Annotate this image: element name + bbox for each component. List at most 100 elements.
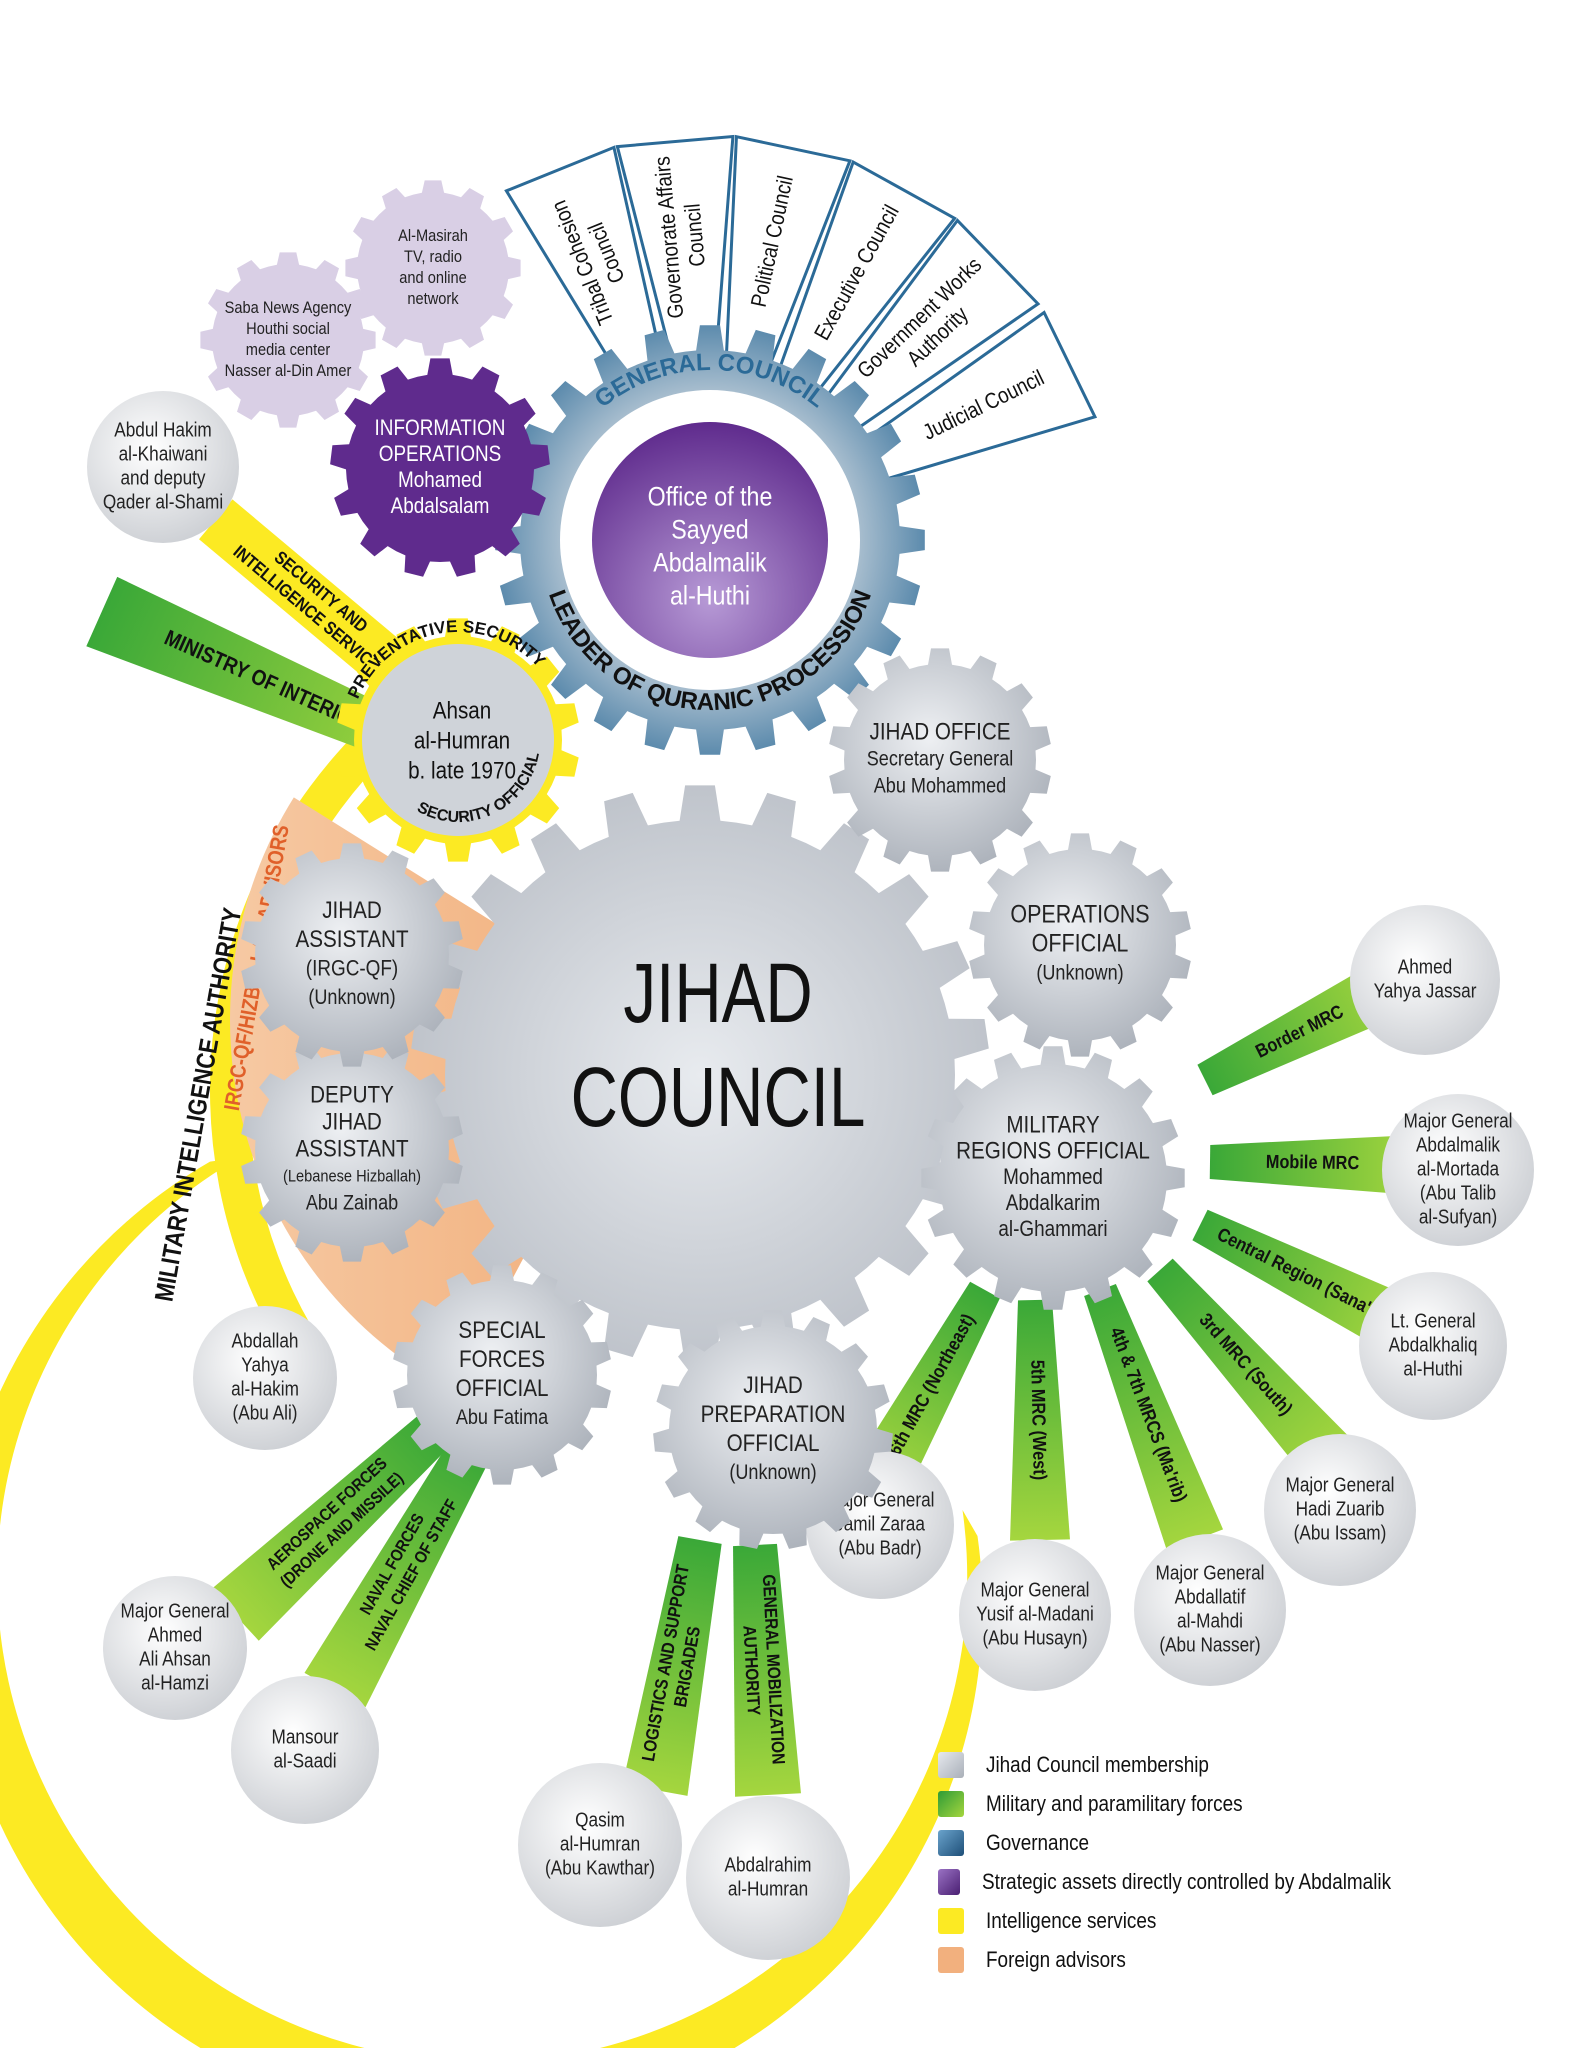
person-name: Ali Ahsan (139, 1647, 211, 1670)
gear-label: Secretary General (867, 747, 1014, 771)
person-name: (Abu Husayn) (982, 1626, 1087, 1649)
jihad-member-gear (241, 1038, 463, 1262)
media-label: Houthi social (246, 320, 330, 338)
person-name: (Abu Ali) (233, 1401, 298, 1424)
person-name: (Abu Kawthar) (545, 1856, 655, 1879)
gear-label: JIHAD (322, 1108, 382, 1135)
person-name: Abdalkhaliq (1389, 1333, 1478, 1356)
legend-item: Intelligence services (938, 1901, 1458, 1940)
mrc-west-ray (1010, 1299, 1070, 1541)
media-gear (200, 252, 376, 428)
person-circle (103, 1576, 247, 1720)
gear-label: MILITARY (1006, 1111, 1099, 1138)
media-label: and online (399, 269, 467, 287)
gear-label: Mohammed (1003, 1165, 1103, 1190)
person-name: Major General (1156, 1561, 1265, 1584)
person-name: al-Humran (728, 1877, 808, 1900)
gear-label: (Lebanese Hizballah) (283, 1168, 421, 1186)
person-circle (959, 1539, 1111, 1691)
legend-swatch (938, 1868, 961, 1895)
security-official-label: Ahsan (433, 697, 492, 724)
mrc-west: 5th MRC (West) (1010, 1299, 1070, 1541)
person-name: al-Mahdi (1177, 1609, 1243, 1632)
info-ops-label: Abdalsalam (391, 494, 490, 519)
person-circle (87, 391, 239, 543)
gear-label: OPERATIONS (1010, 900, 1149, 928)
governance-council: Political Council (724, 134, 852, 380)
legend-swatch (938, 1946, 964, 1973)
info-ops-gear (330, 358, 550, 577)
person-name: (Abu Nasser) (1159, 1633, 1260, 1656)
person-name: al-Mortada (1417, 1157, 1500, 1180)
legend-item: Strategic assets directly controlled by … (938, 1862, 1458, 1901)
prep-mobilization-ray (733, 1543, 801, 1797)
gear-label: REGIONS OFFICIAL (956, 1137, 1150, 1164)
gear-label: OFFICIAL (1032, 929, 1129, 957)
info-ops-label: INFORMATION (375, 416, 506, 441)
person-name: and deputy (120, 466, 206, 489)
prep-mobilization-label: AUTHORITY (739, 1625, 764, 1716)
jihad-member-gear (829, 648, 1051, 872)
gear-label: JIHAD OFFICE (870, 718, 1011, 745)
media-label: Al-Masirah (398, 227, 468, 245)
gear-label: Abu Fatima (456, 1406, 548, 1430)
legend-item: Governance (938, 1823, 1458, 1862)
person-name: Abdul Hakim (114, 418, 211, 441)
leader-office-label: Office of the (648, 482, 773, 512)
media-label: TV, radio (404, 248, 462, 266)
legend-item: Foreign advisors (938, 1940, 1458, 1979)
person-circle (1350, 905, 1500, 1055)
prep-logistics-ray (622, 1536, 722, 1796)
person-circle (686, 1796, 850, 1960)
person-name: Yahya (241, 1353, 289, 1376)
legend-label: Strategic assets directly controlled by … (982, 1868, 1392, 1894)
person-name: Lt. General (1390, 1309, 1475, 1332)
media-label: Nasser al-Din Amer (225, 362, 352, 380)
person-circle (1134, 1534, 1286, 1686)
person-name: (Abu Talib (1420, 1181, 1496, 1204)
gear-label: OFFICIAL (727, 1429, 820, 1456)
person-name: Ahmed (148, 1623, 202, 1646)
gear-label: FORCES (459, 1345, 545, 1372)
person-circle (1359, 1272, 1507, 1420)
mrc-marib-ray (1084, 1283, 1224, 1551)
gear-label: PREPARATION (701, 1400, 846, 1427)
media-gear (345, 180, 521, 356)
person-name: Ahmed (1398, 955, 1452, 978)
security-official-body (362, 644, 554, 836)
mrc-west-label: 5th MRC (West) (1027, 1360, 1051, 1481)
media-label: Saba News Agency (225, 299, 352, 317)
sf-aerospace-ray (211, 1413, 450, 1641)
person-circle (231, 1676, 379, 1824)
person-name: Qasim (575, 1808, 625, 1831)
jihad-member-gear (921, 1046, 1185, 1310)
person-name: al-Hamzi (141, 1671, 209, 1694)
person-name: Major General (981, 1578, 1090, 1601)
gear-label: (Unknown) (308, 986, 395, 1010)
mrc-central-ray (1192, 1209, 1414, 1352)
gear-label: SPECIAL (458, 1316, 545, 1343)
mrc-central-label: Central Region (Sana'a) (1214, 1223, 1388, 1324)
sf-naval-ray (304, 1439, 490, 1708)
jihad-council-gear (411, 785, 989, 1365)
media-label: media center (246, 341, 331, 359)
jihad-member-gear (969, 833, 1191, 1057)
person-name: al-Khaiwani (119, 442, 208, 465)
person-name: Abdalrahim (725, 1853, 812, 1876)
gear-label: (Unknown) (1036, 961, 1123, 985)
